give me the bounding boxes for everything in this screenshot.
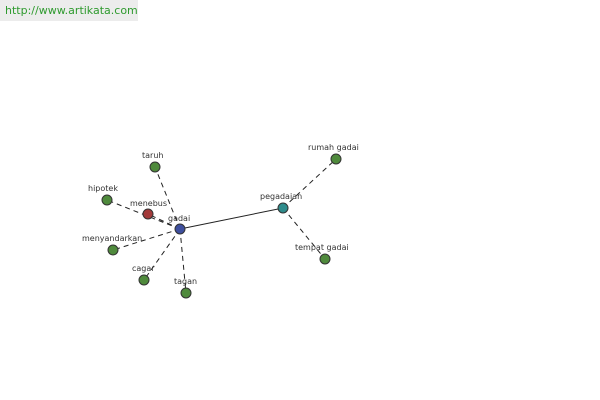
node-tagan[interactable]: [180, 287, 192, 299]
node-label-menyandarkan[interactable]: menyandarkan: [82, 234, 142, 243]
edge-gadai-pegadaian: [179, 207, 284, 230]
node-rumah-gadai[interactable]: [330, 153, 342, 165]
node-label-gadai[interactable]: gadai: [168, 214, 190, 223]
node-label-menebus[interactable]: menebus: [130, 199, 167, 208]
node-menyandarkan[interactable]: [107, 244, 119, 256]
graph-labels: gadai pegadaian rumah gadai tempat gadai tar…: [82, 143, 359, 286]
node-label-hipotek[interactable]: hipotek: [88, 184, 118, 193]
edge-gadai-menebus: [147, 213, 181, 230]
graph-edges: [106, 158, 337, 294]
edge-gadai-taruh: [154, 166, 181, 230]
node-cagar[interactable]: [138, 274, 150, 286]
node-taruh[interactable]: [149, 161, 161, 173]
node-pegadaian[interactable]: [277, 202, 289, 214]
edge-pegadaian-tempat-gadai: [282, 207, 326, 260]
node-label-pegadaian[interactable]: pegadaian: [260, 192, 302, 201]
node-hipotek[interactable]: [101, 194, 113, 206]
node-label-cagar[interactable]: cagar: [132, 264, 155, 273]
graph-nodes: [101, 153, 342, 299]
node-menebus[interactable]: [142, 208, 154, 220]
edge-gadai-tagan: [179, 228, 187, 294]
site-url[interactable]: http://www.artikata.com: [0, 0, 138, 21]
edge-gadai-cagar: [143, 228, 181, 281]
node-label-rumah-gadai[interactable]: rumah gadai: [308, 143, 359, 152]
edge-gadai-menyandarkan: [112, 228, 181, 251]
node-tempat-gadai[interactable]: [319, 253, 331, 265]
node-label-tagan[interactable]: tagan: [174, 277, 197, 286]
node-label-taruh[interactable]: taruh: [142, 151, 163, 160]
edge-pegadaian-rumah-gadai: [282, 158, 337, 209]
node-gadai[interactable]: [174, 223, 186, 235]
node-label-tempat-gadai[interactable]: tempat gadai: [295, 243, 349, 252]
